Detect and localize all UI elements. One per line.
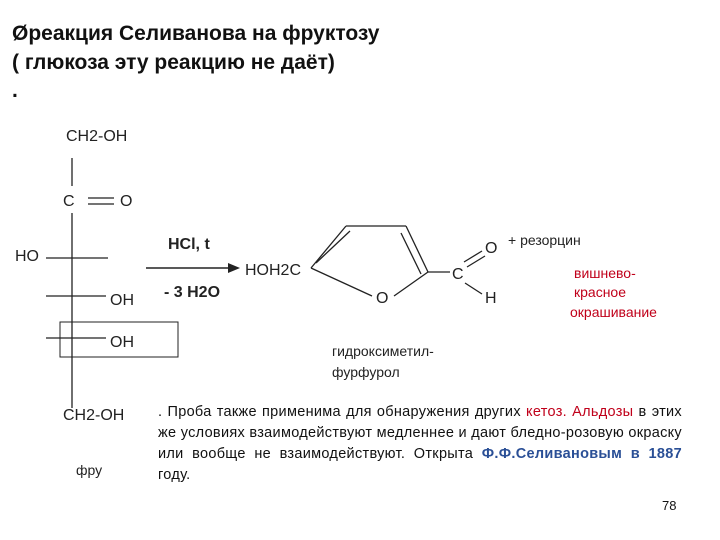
title-text-1: реакция Селиванова на фруктозу xyxy=(28,22,380,45)
ring-bond-1 xyxy=(310,225,347,269)
reagent-hcl: HCl, t xyxy=(168,236,210,253)
note-author: Ф.Ф.Селивановым в 1887 xyxy=(481,446,682,462)
reaction-arrow-head-icon xyxy=(228,263,240,273)
aldehyde-h-label: H xyxy=(485,290,497,307)
fructose-caption: фру xyxy=(76,462,103,478)
result-line1: вишнево- xyxy=(574,265,636,281)
ch2oh-top-label: CH2-OH xyxy=(66,128,128,145)
aldehyde-double-1 xyxy=(463,250,483,263)
aldehyde-ch xyxy=(464,282,483,295)
aldehyde-o-label: O xyxy=(485,240,498,257)
hoh2c-label: HOH2C xyxy=(245,262,302,279)
ring-bond-3 xyxy=(405,225,429,273)
product-name-line2: фурфурол xyxy=(332,364,400,380)
ho-label: HO xyxy=(15,248,39,265)
highlight-box xyxy=(59,321,179,358)
carbonyl-c-label: C xyxy=(63,193,75,210)
resorcinol-reagent: + резорцин xyxy=(508,232,581,248)
note-aldoses: Альдозы xyxy=(572,404,634,420)
note-text-1: . Проба также применима для обнаружения … xyxy=(158,404,521,420)
product-name-line1: гидроксиметил- xyxy=(332,343,434,359)
note-text-2: в этих же условиях взаимодействуют медле… xyxy=(158,404,682,462)
result-line3: окрашивание xyxy=(570,304,657,320)
ring-double-2 xyxy=(400,232,422,275)
oh-label-2: OH xyxy=(110,334,134,351)
note-ketoses: кетоз. xyxy=(526,404,567,420)
bullet-arrow-icon: Ø xyxy=(12,22,29,45)
aldehyde-double-2 xyxy=(466,255,486,268)
result-line2: красное xyxy=(574,284,627,300)
ring-double-1 xyxy=(315,230,351,264)
slide-title-line2: ( глюкоза эту реакцию не даёт) xyxy=(12,51,335,74)
ring-bond-4 xyxy=(310,267,373,297)
oh-label-1: OH xyxy=(110,292,134,309)
note-text-3: году. xyxy=(158,467,191,483)
page-number: 78 xyxy=(662,498,677,513)
ring-oxygen-label: O xyxy=(376,290,389,307)
explanation-paragraph: . Проба также применима для обнаружения … xyxy=(158,402,682,486)
slide-title-line1: Øреакция Селиванова на фруктозу xyxy=(12,20,379,48)
aldehyde-c-label: C xyxy=(452,266,464,283)
slide-title-line3: . xyxy=(12,79,18,102)
ring-bond-5 xyxy=(393,271,429,297)
ch2oh-bottom-label: CH2-OH xyxy=(63,407,125,424)
water-elimination: - 3 H2O xyxy=(164,284,221,301)
carbonyl-o-label: O xyxy=(120,193,133,210)
